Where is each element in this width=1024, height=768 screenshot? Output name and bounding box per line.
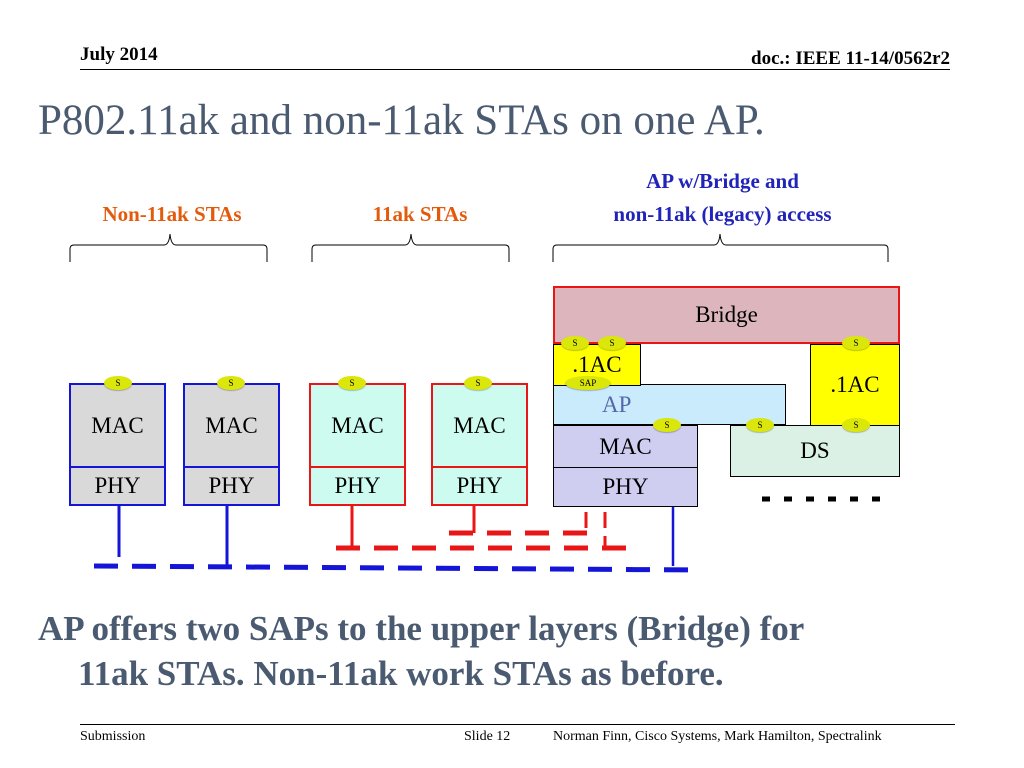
ds-sap-left: S	[746, 418, 774, 432]
group-label-ap: AP w/Bridge and non-11ak (legacy) access	[560, 165, 885, 231]
header-date: July 2014	[80, 44, 158, 65]
bridge-port-sap-1: S	[561, 336, 589, 350]
brace-ap	[552, 233, 889, 262]
group-label-ap-line2: non-11ak (legacy) access	[613, 202, 832, 226]
ap-sap: SAP	[565, 376, 611, 390]
ds-sap-right: S	[842, 418, 870, 432]
sta1-sap: S	[104, 376, 132, 390]
sta4-sap: S	[464, 376, 492, 390]
sta2-mac: MAC	[183, 383, 280, 466]
ap-mac-sap: S	[653, 418, 681, 432]
sta4-mac: MAC	[431, 383, 528, 466]
footer-authors: Norman Finn, Cisco Systems, Mark Hamilto…	[553, 729, 882, 744]
sta3-mac: MAC	[309, 383, 406, 466]
sta3-sap: S	[338, 376, 366, 390]
group-label-ap-line1: AP w/Bridge and	[646, 169, 799, 193]
footer-rule	[80, 724, 955, 725]
sta2-sap: S	[217, 376, 245, 390]
bridge-port-sap-2: S	[598, 336, 626, 350]
sta3-phy: PHY	[309, 466, 406, 506]
legacy-cable	[93, 563, 699, 573]
ds-box: DS	[730, 425, 900, 477]
sta1-phy: PHY	[69, 466, 166, 506]
brace-11ak	[311, 233, 510, 262]
sta2-phy: PHY	[183, 466, 280, 506]
dot1ac-right: .1AC	[810, 344, 900, 426]
body-text-line1: AP offers two SAPs to the upper layers (…	[38, 609, 805, 648]
brace-group	[69, 233, 889, 262]
body-text: AP offers two SAPs to the upper layers (…	[38, 606, 998, 696]
brace-non11ak	[69, 233, 268, 262]
bridge-port-sap-3: S	[842, 336, 870, 350]
slide-title: P802.11ak and non-11ak STAs on one AP.	[38, 97, 765, 144]
bridge-box: Bridge	[553, 286, 900, 344]
header-rule	[80, 69, 950, 70]
sta1-mac: MAC	[69, 383, 166, 466]
ap-phy: PHY	[553, 467, 698, 507]
footer-slide-number: Slide 12	[464, 729, 511, 744]
group-label-11ak: 11ak STAs	[372, 202, 468, 226]
footer-submission: Submission	[80, 729, 146, 744]
header-doc-id: doc.: IEEE 11-14/0562r2	[751, 48, 950, 69]
body-text-line2: 11ak STAs. Non-11ak work STAs as before.	[78, 654, 724, 693]
sta4-phy: PHY	[431, 466, 528, 506]
ap-mac: MAC	[553, 425, 698, 467]
group-label-non11ak: Non-11ak STAs	[102, 202, 242, 226]
